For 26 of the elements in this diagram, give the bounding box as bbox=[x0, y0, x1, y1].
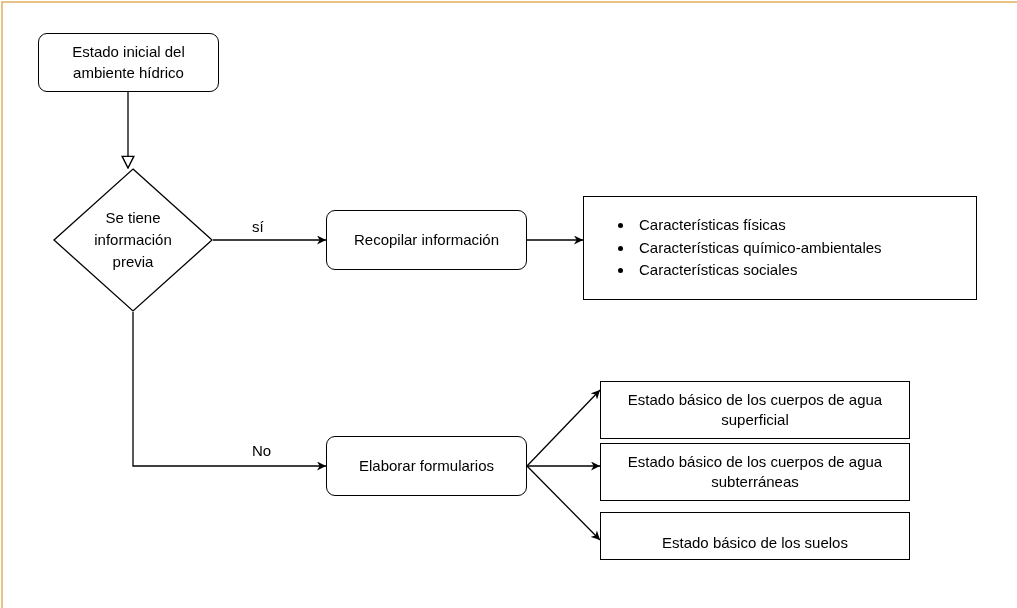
process-box bbox=[326, 210, 527, 270]
node-label: Estado inicial del ambiente hídrico bbox=[71, 42, 186, 83]
arrow bbox=[526, 235, 584, 245]
decision-diamond bbox=[53, 168, 213, 312]
arrow bbox=[526, 465, 601, 541]
list-item-text: Características físicas bbox=[639, 215, 786, 236]
node-label: Estado básico de los suelos bbox=[662, 532, 848, 553]
process-box bbox=[326, 436, 527, 496]
list-item-text: Características sociales bbox=[639, 260, 798, 281]
arrow bbox=[526, 461, 601, 471]
start-box bbox=[38, 33, 219, 92]
node-label: Estado básico de los cuerpos de agua superficial bbox=[626, 389, 884, 430]
list-item-text: Características químico-ambientales bbox=[639, 237, 882, 258]
edge-label: sí bbox=[250, 218, 266, 235]
node-label: Recopilar información bbox=[353, 229, 500, 250]
result-box bbox=[600, 512, 910, 560]
node-label: Se tiene información previa bbox=[93, 208, 173, 272]
arrow bbox=[526, 389, 601, 467]
node-label: Elaborar formularios bbox=[358, 455, 495, 476]
result-box bbox=[600, 443, 910, 501]
result-box bbox=[600, 381, 910, 439]
arrow bbox=[132, 311, 327, 471]
arrow bbox=[212, 235, 327, 245]
list-box bbox=[583, 196, 977, 300]
arrow bbox=[121, 91, 135, 169]
node-label: Estado básico de los cuerpos de agua subterráneas bbox=[626, 451, 884, 492]
